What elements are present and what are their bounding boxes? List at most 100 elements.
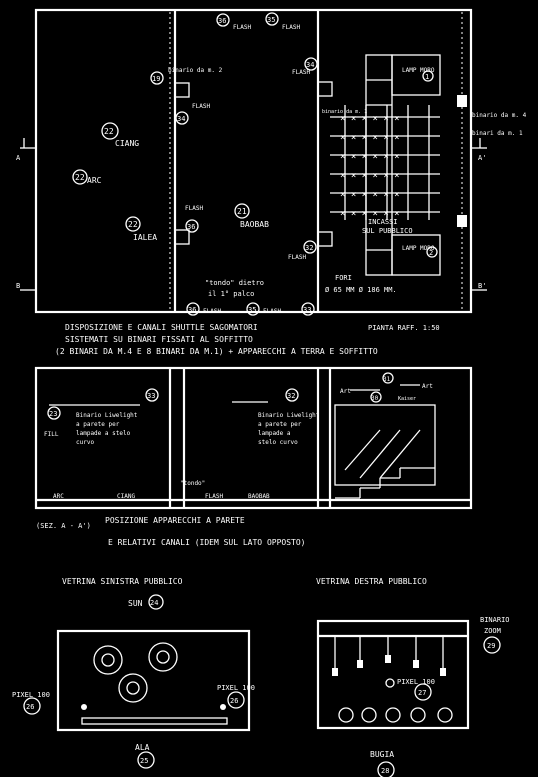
sec-fill: FILL xyxy=(44,431,59,438)
binario-label: BINARIO xyxy=(480,616,510,624)
sec-num-31: 31 xyxy=(383,376,391,383)
num-circle xyxy=(426,246,438,258)
plan-caption: DISPOSIZIONE E CANALI SHUTTLE SAGOMATORI… xyxy=(55,323,440,356)
label-flash: FLASH xyxy=(192,103,210,110)
label-binario-1-small: binario da m. 1 xyxy=(322,109,367,115)
section-label: (SEZ. A - A') xyxy=(36,522,91,530)
num-21: 21 xyxy=(237,207,247,216)
zoom-num: 29 xyxy=(487,642,495,650)
label-flash: FLASH xyxy=(233,24,251,31)
pixel-num: 27 xyxy=(418,689,426,697)
sec-note-b4: stelo curvo xyxy=(258,439,298,446)
num-36c: 36 xyxy=(188,306,196,314)
stair-block xyxy=(365,54,393,276)
num-circle xyxy=(234,203,250,219)
sec-note-b3: lampade a xyxy=(258,430,291,437)
fixture-box xyxy=(317,81,333,97)
pixel-left-num: 26 xyxy=(26,703,34,711)
floor-plan: × × × × × × × × × × × × × × × × × × × × … xyxy=(16,8,527,316)
svg-text:× × × × × ×: × × × × × × xyxy=(340,190,400,200)
right-showcase-title: VETRINA DESTRA PUBBLICO xyxy=(316,577,427,586)
room-arc: ARC xyxy=(87,176,102,185)
section-b: B xyxy=(16,282,20,290)
sec-art: Art xyxy=(340,388,351,395)
num-32: 32 xyxy=(305,244,313,252)
pixel-right-num: 26 xyxy=(230,697,238,705)
section-caption: (SEZ. A - A') POSIZIONE APPARECCHI A PAR… xyxy=(36,516,305,547)
sec-num-23: 23 xyxy=(49,410,57,418)
label-sul-pubblico: SUL PUBBLICO xyxy=(362,227,413,235)
num-36: 36 xyxy=(218,17,226,25)
section-frame xyxy=(34,366,473,510)
sun-lamp xyxy=(93,645,123,675)
label-flash: FLASH xyxy=(282,24,300,31)
num-circle xyxy=(216,13,230,27)
sec-note-1: Binario Liwelight xyxy=(76,412,138,419)
num-circle xyxy=(186,302,200,316)
sec-num-32: 32 xyxy=(287,392,295,400)
right-showcase-frame xyxy=(316,619,470,730)
label-flash: FLASH xyxy=(292,69,310,76)
room-ciang: CIANG xyxy=(115,139,139,148)
num-34: 34 xyxy=(306,61,314,69)
fixture-box xyxy=(317,231,333,247)
bugia-lamp xyxy=(410,707,426,723)
wall-fixture xyxy=(457,215,467,227)
num-circle xyxy=(125,216,141,232)
sec-flash: FLASH xyxy=(205,493,223,500)
plan-outer-wall xyxy=(34,8,473,314)
room-baobab: BAOBAB xyxy=(240,220,269,229)
bugia-lamp xyxy=(437,707,453,723)
sec-art-2: Art xyxy=(422,383,433,390)
incassi-grid: × × × × × × × × × × × × × × × × × × × × … xyxy=(330,105,440,220)
num-35: 35 xyxy=(267,16,275,24)
ala-num: 25 xyxy=(140,757,148,765)
svg-text:× × × × × ×: × × × × × × xyxy=(340,171,400,181)
num-33: 33 xyxy=(303,306,311,314)
plan-caption-line3: (2 BINARI DA M.4 E 8 BINARI DA M.1) + AP… xyxy=(55,347,378,356)
sec-kaiser: Kaiser xyxy=(398,396,416,402)
num-circle xyxy=(175,111,189,125)
sec-note-3: lampade a stelo xyxy=(76,430,131,437)
right-showcase: VETRINA DESTRA PUBBLICO BINARIO ZOOM 29 … xyxy=(316,577,510,777)
room-ialea: IALEA xyxy=(133,233,157,242)
pixel-lamp xyxy=(220,704,226,710)
sun-lamp xyxy=(148,642,178,672)
num-circle xyxy=(246,302,260,316)
label-tondo-2: il 1° palco xyxy=(208,290,254,298)
sun-lamp xyxy=(118,673,148,703)
sec-note-b2: a parete per xyxy=(258,421,302,428)
bugia-label: BUGIA xyxy=(370,750,394,759)
label-binario-4: binario da m. 4 xyxy=(472,112,527,119)
bugia-lamp xyxy=(338,707,354,723)
lamp-moro-box xyxy=(391,54,441,96)
label-fori-dims: Ø 65 MM Ø 186 MM. xyxy=(325,286,397,294)
sec-tondo: "tondo" xyxy=(180,480,205,487)
num-2: 2 xyxy=(429,249,433,257)
num-22c: 22 xyxy=(128,220,138,229)
num-34b: 34 xyxy=(177,115,185,123)
pixel-left-label: PIXEL 100 xyxy=(12,691,50,699)
lamp-moro-box-2 xyxy=(391,234,441,276)
section-caption-line2: E RELATIVI CANALI (IDEM SUL LATO OPPOSTO… xyxy=(108,538,305,547)
label-flash: FLASH xyxy=(263,308,281,315)
sec-note-b1: Binario Liwelight xyxy=(258,412,320,419)
section-aa: 33 23 32 31 30 FILL Binario Liwelight a … xyxy=(34,366,473,510)
bugia-lamp xyxy=(361,707,377,723)
plan-caption-line2: SISTEMATI SU BINARI FISSATI AL SOFFITTO xyxy=(65,335,253,344)
pixel-right-label: PIXEL 100 xyxy=(217,684,255,692)
wall-fixture xyxy=(457,95,467,107)
label-flash: FLASH xyxy=(288,254,306,261)
num-circle xyxy=(265,12,279,26)
num-circle xyxy=(72,169,88,185)
bugia-lamp xyxy=(385,707,401,723)
sec-num-30: 30 xyxy=(371,395,379,402)
num-19: 19 xyxy=(152,75,160,83)
label-binario-2: binario da m. 2 xyxy=(168,67,223,74)
num-circle xyxy=(303,240,317,254)
pixel-label: PIXEL 100 xyxy=(397,678,435,686)
pixel-lamp xyxy=(385,678,395,688)
section-a2: A' xyxy=(478,154,486,162)
ala-label: ALA xyxy=(135,743,150,752)
sec-note-4: curvo xyxy=(76,439,94,446)
